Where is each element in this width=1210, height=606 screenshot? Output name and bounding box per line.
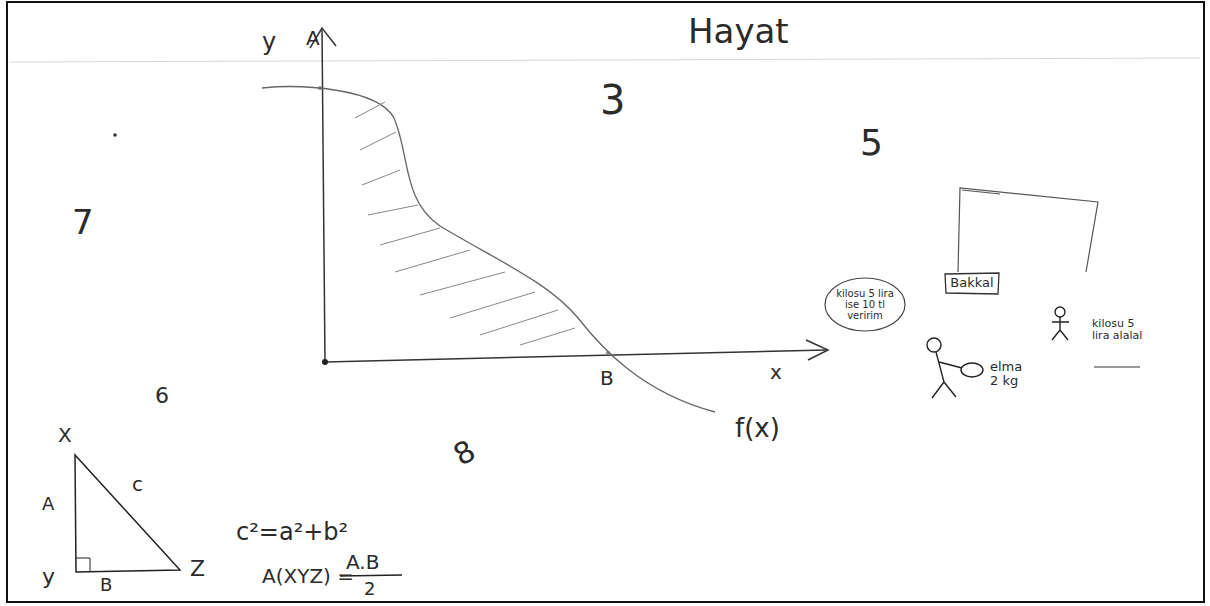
sketch-label: B <box>100 576 112 594</box>
bubble-shape <box>825 278 905 331</box>
origin-dot <box>322 359 328 365</box>
sketch-label: 2 <box>364 580 375 598</box>
sketch-label: B <box>600 368 614 388</box>
sketch-label: A <box>42 495 54 513</box>
function-curve <box>262 87 715 412</box>
node-text: kilosu 5 lira ise 10 tl veririm <box>835 288 895 321</box>
y-axis <box>322 30 325 362</box>
sketch-label: x <box>770 362 782 382</box>
sketch-label: 3 <box>600 80 625 120</box>
speech-bubble: kilosu 5 lira ise 10 tl veririm <box>828 280 902 329</box>
sketch-label: A.B <box>346 552 379 572</box>
x-arrow <box>806 340 828 360</box>
sketch-label: A <box>306 28 320 48</box>
sketch-label: elma 2 kg <box>990 360 1034 389</box>
hatching <box>355 102 575 345</box>
sketch-label: c²=a²+b² <box>236 520 348 544</box>
shop-sign: Bakkal <box>944 272 1000 295</box>
sketch-label: y <box>42 566 55 588</box>
sketch-label: Z <box>190 558 205 580</box>
shop-building <box>958 188 1098 272</box>
sketch-label: 5 <box>860 125 883 161</box>
sketch-label: f(x) <box>735 415 780 441</box>
sketch-label: 6 <box>155 385 169 407</box>
page-frame <box>7 2 1204 602</box>
axes <box>310 28 828 362</box>
sketch-label: X <box>58 425 72 445</box>
stick-figures <box>927 307 1069 398</box>
sketch-label: 7 <box>72 205 94 239</box>
sketch-label: c <box>132 474 143 494</box>
sketch-label: 8 <box>449 435 481 471</box>
faint-rule <box>10 58 1200 62</box>
underline <box>1094 367 1140 368</box>
sign-shape <box>945 273 999 294</box>
right-triangle <box>75 455 180 572</box>
x-axis <box>325 350 826 362</box>
title-text: Hayat <box>688 14 789 48</box>
dot <box>113 133 117 137</box>
sketch-label: y <box>262 30 276 54</box>
sketch-label: A(XYZ) = <box>262 566 354 586</box>
sketch-label: kilosu 5 lira alalal <box>1092 318 1144 342</box>
node-text: Bakkal <box>950 276 994 290</box>
